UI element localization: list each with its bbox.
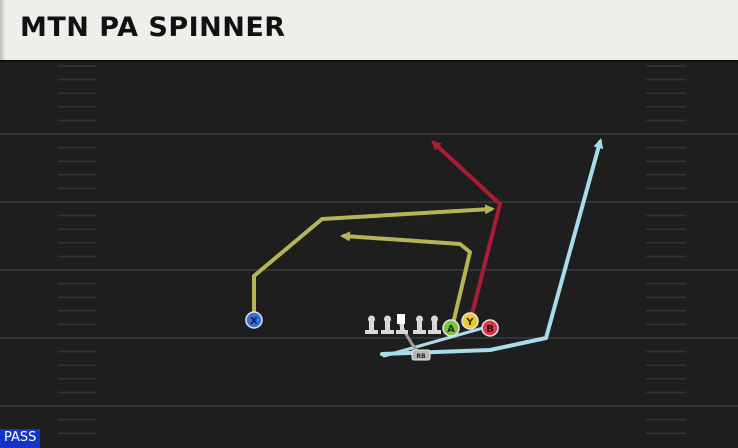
player-rb[interactable]: RB bbox=[411, 349, 431, 361]
lineman-icon bbox=[428, 315, 441, 334]
player-a-icon bbox=[442, 319, 460, 337]
player-a-label: A bbox=[447, 324, 455, 335]
player-rb-label: RB bbox=[416, 353, 426, 360]
yard-lines bbox=[0, 133, 738, 407]
player-x[interactable]: X bbox=[245, 311, 263, 329]
play-title: MTN PA SPINNER bbox=[20, 12, 286, 43]
player-y[interactable]: Y bbox=[461, 312, 479, 330]
offensive-line bbox=[365, 314, 441, 334]
play-field: X A Y B RB bbox=[0, 62, 738, 448]
title-bar: MTN PA SPINNER bbox=[0, 0, 738, 60]
player-b[interactable]: B bbox=[481, 319, 499, 337]
player-a[interactable]: A bbox=[442, 319, 460, 337]
lineman-icon bbox=[413, 315, 426, 334]
routes bbox=[252, 138, 604, 358]
player-x-label: X bbox=[250, 316, 258, 327]
hash-marks bbox=[58, 65, 686, 434]
player-rb-icon bbox=[411, 349, 431, 361]
player-y-icon bbox=[461, 312, 479, 330]
title-bar-edge bbox=[0, 0, 6, 60]
play-diagram: X A Y B RB bbox=[0, 65, 738, 434]
center-icon bbox=[396, 314, 408, 334]
b-route bbox=[431, 140, 502, 324]
x-route bbox=[252, 204, 495, 320]
rb-route bbox=[380, 138, 604, 356]
a-route bbox=[340, 231, 472, 330]
player-y-label: Y bbox=[465, 317, 474, 328]
player-b-label: B bbox=[486, 324, 494, 335]
player-x-icon bbox=[245, 311, 263, 329]
lineman-icon bbox=[381, 315, 394, 334]
rb-motion-route bbox=[382, 324, 492, 358]
lineman-icon bbox=[365, 315, 378, 334]
play-type-badge: PASS bbox=[0, 429, 41, 448]
player-b-icon bbox=[481, 319, 499, 337]
